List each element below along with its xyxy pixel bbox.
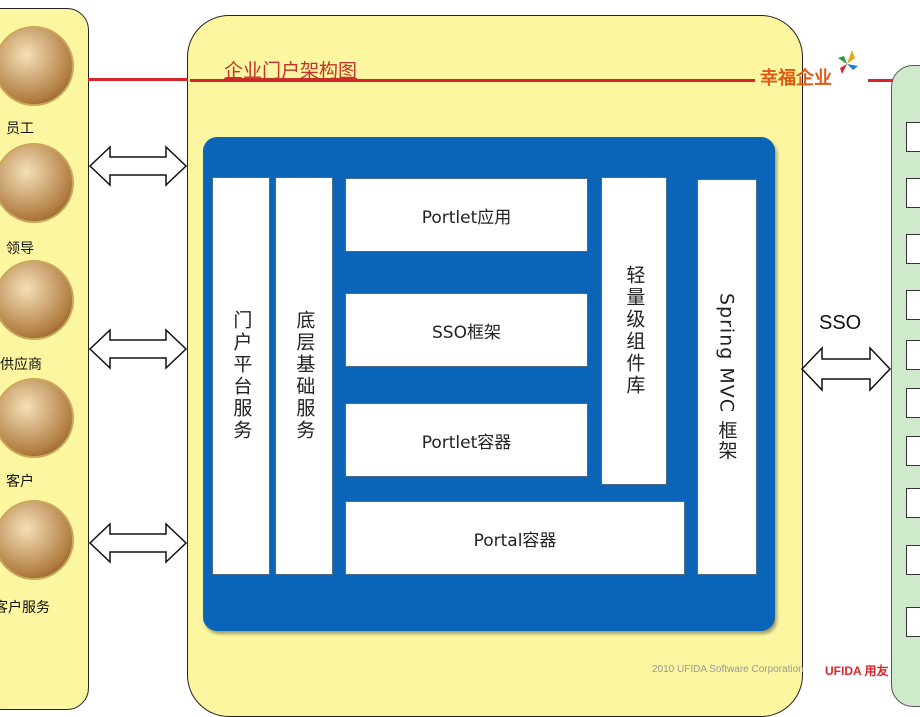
sso-framework: SSO框架 [345, 293, 588, 367]
double-arrow-icon [88, 145, 188, 187]
backend-system-box [906, 290, 920, 320]
customer-avatar [0, 378, 74, 458]
role-label: 供应商 [0, 357, 42, 373]
header-rule [868, 79, 893, 82]
header-rule [190, 79, 755, 82]
portal-container: Portal容器 [345, 501, 685, 575]
supplier-avatar [0, 260, 74, 340]
pinwheel-icon [838, 50, 859, 74]
role-label: 员工 [6, 121, 34, 137]
double-arrow-icon [88, 328, 188, 370]
portal-core: 门户平台服务 底层基础服务 Portlet应用 SSO框架 Portlet容器 … [203, 137, 775, 631]
backend-system-box [906, 234, 920, 264]
double-arrow-icon [88, 522, 188, 564]
base-infrastructure-service: 底层基础服务 [275, 177, 333, 575]
backend-system-box [906, 388, 920, 418]
customer-service-avatar [0, 500, 74, 580]
brand-logo: 幸福企业 [760, 50, 860, 90]
backend-system-box [906, 436, 920, 466]
portal-platform-service: 门户平台服务 [212, 177, 270, 575]
double-arrow-icon [800, 346, 892, 392]
backend-system-box [906, 122, 920, 152]
brand-mark: UFIDA 用友 [825, 664, 889, 678]
role-label: 客户 [6, 474, 34, 490]
role-label: 领导 [6, 241, 34, 257]
copyright-footer: 2010 UFIDA Software Corporation [652, 664, 804, 675]
diagram-title: 企业门户架构图 [224, 60, 358, 82]
portlet-container: Portlet容器 [345, 403, 588, 477]
lightweight-component-library: 轻量级组件库 [601, 177, 667, 485]
logo-text: 幸福企业 [760, 68, 832, 89]
employee-avatar [0, 26, 74, 106]
header-rule [88, 78, 188, 81]
users-panel [0, 8, 89, 710]
backend-system-box [906, 488, 920, 518]
portlet-application: Portlet应用 [345, 178, 588, 252]
backend-systems-panel [891, 65, 920, 707]
leader-avatar [0, 143, 74, 223]
backend-system-box [906, 178, 920, 208]
role-label: 客户服务 [0, 600, 50, 616]
sso-label: SSO [819, 312, 862, 334]
spring-mvc-framework: Spring MVC 框架 [697, 179, 757, 575]
backend-system-box [906, 607, 920, 637]
backend-system-box [906, 340, 920, 370]
backend-system-box [906, 545, 920, 575]
